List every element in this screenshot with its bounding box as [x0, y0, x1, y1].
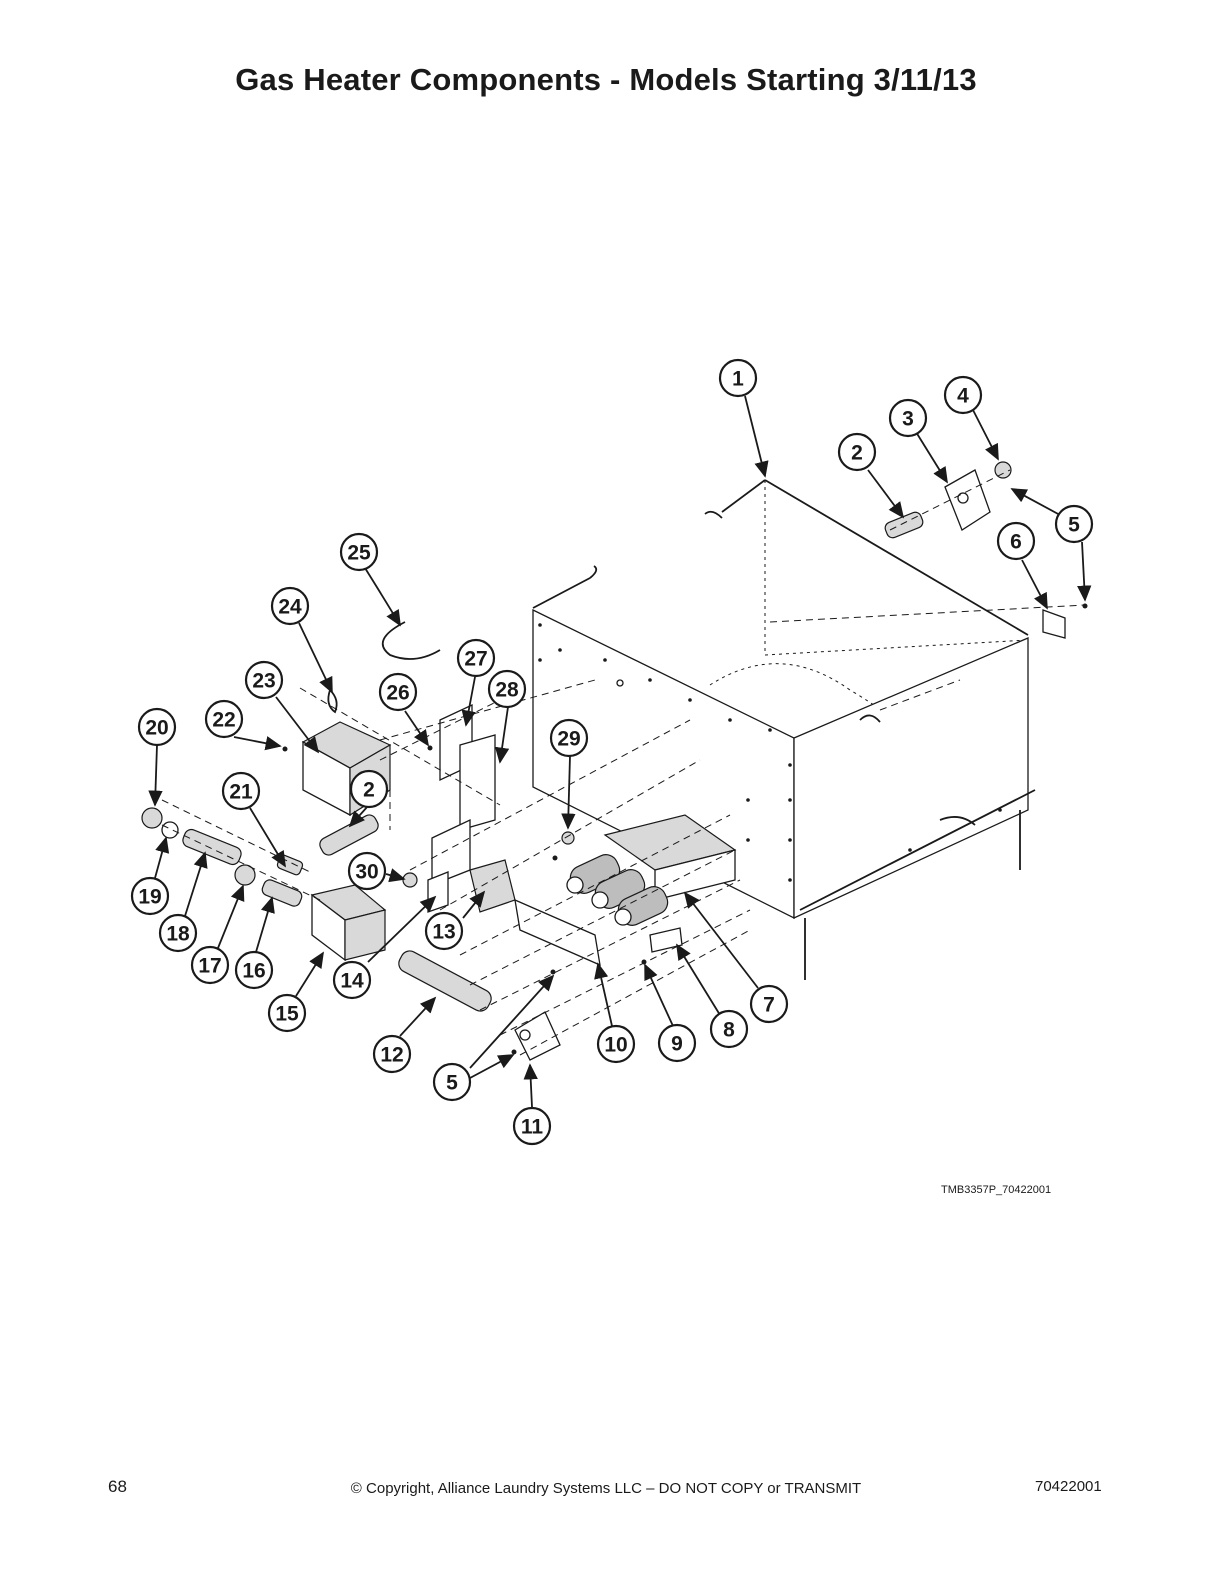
- callout-25: 25: [339, 532, 379, 572]
- callout-3: 3: [888, 398, 928, 438]
- callout-27: 27: [456, 638, 496, 678]
- page-title: Gas Heater Components - Models Starting …: [235, 62, 977, 97]
- svg-text:29: 29: [557, 728, 580, 751]
- callout-17: 17: [190, 945, 230, 985]
- callout-28: 28: [487, 669, 527, 709]
- svg-text:18: 18: [166, 923, 190, 946]
- callout-18: 18: [158, 913, 198, 953]
- svg-text:27: 27: [464, 648, 487, 671]
- callout-12: 12: [372, 1034, 412, 1074]
- svg-text:20: 20: [145, 717, 168, 740]
- callout-20: 20: [137, 707, 177, 747]
- callout-9: 9: [657, 1023, 697, 1063]
- callout-24: 24: [270, 586, 310, 626]
- svg-text:9: 9: [671, 1033, 683, 1056]
- leader-arrows: [148, 395, 1092, 1108]
- callout-11: 11: [512, 1106, 552, 1146]
- svg-text:15: 15: [275, 1003, 299, 1026]
- svg-text:3: 3: [902, 408, 914, 431]
- callouts: 1 2 3 4 5 6 2 5 25 24 27 28 23 26 22 20 …: [130, 358, 1094, 1146]
- svg-text:19: 19: [138, 886, 161, 909]
- callout-6: 6: [996, 521, 1036, 561]
- callout-23: 23: [244, 660, 284, 700]
- svg-text:22: 22: [212, 709, 235, 732]
- svg-text:28: 28: [495, 679, 519, 702]
- svg-text:1: 1: [732, 368, 744, 391]
- svg-text:14: 14: [340, 970, 364, 993]
- callout-7: 7: [749, 984, 789, 1024]
- svg-text:13: 13: [432, 921, 455, 944]
- svg-text:2: 2: [363, 779, 375, 802]
- callout-29: 29: [549, 718, 589, 758]
- callout-22: 22: [204, 699, 244, 739]
- callout-26: 26: [378, 672, 418, 712]
- callout-4: 4: [943, 375, 983, 415]
- svg-text:2: 2: [851, 442, 863, 465]
- callout-2: 2: [349, 769, 389, 809]
- drawing-id: TMB3357P_70422001: [941, 1184, 1052, 1196]
- page-number: 68: [108, 1477, 127, 1496]
- svg-text:11: 11: [521, 1116, 544, 1139]
- exploded-view-lines: [161, 469, 1086, 1056]
- svg-text:26: 26: [386, 682, 409, 705]
- burner-assembly: [566, 814, 737, 926]
- svg-text:5: 5: [1068, 514, 1080, 537]
- callout-10: 10: [596, 1024, 636, 1064]
- svg-text:23: 23: [252, 670, 275, 693]
- svg-text:10: 10: [604, 1034, 627, 1057]
- svg-text:21: 21: [229, 781, 253, 804]
- callout-2: 2: [837, 432, 877, 472]
- svg-text:17: 17: [198, 955, 221, 978]
- svg-text:24: 24: [278, 596, 302, 619]
- svg-text:8: 8: [723, 1019, 735, 1042]
- callout-16: 16: [234, 950, 274, 990]
- callout-5: 5: [432, 1062, 472, 1102]
- callout-15: 15: [267, 993, 307, 1033]
- copyright-notice: © Copyright, Alliance Laundry Systems LL…: [350, 1480, 862, 1497]
- callout-30: 30: [347, 851, 387, 891]
- document-number: 70422001: [1035, 1478, 1102, 1495]
- svg-text:30: 30: [355, 861, 378, 884]
- svg-text:16: 16: [242, 960, 265, 983]
- callout-5: 5: [1054, 504, 1094, 544]
- callout-1: 1: [718, 358, 758, 398]
- callout-13: 13: [424, 911, 464, 951]
- svg-text:7: 7: [763, 994, 775, 1017]
- svg-text:6: 6: [1010, 531, 1022, 554]
- callout-19: 19: [130, 876, 170, 916]
- svg-text:4: 4: [957, 385, 969, 408]
- svg-text:12: 12: [380, 1044, 403, 1067]
- callout-14: 14: [332, 960, 372, 1000]
- svg-text:25: 25: [347, 542, 371, 565]
- heater-housing: [532, 479, 1036, 980]
- svg-text:5: 5: [446, 1072, 458, 1095]
- callout-21: 21: [221, 771, 261, 811]
- callout-8: 8: [709, 1009, 749, 1049]
